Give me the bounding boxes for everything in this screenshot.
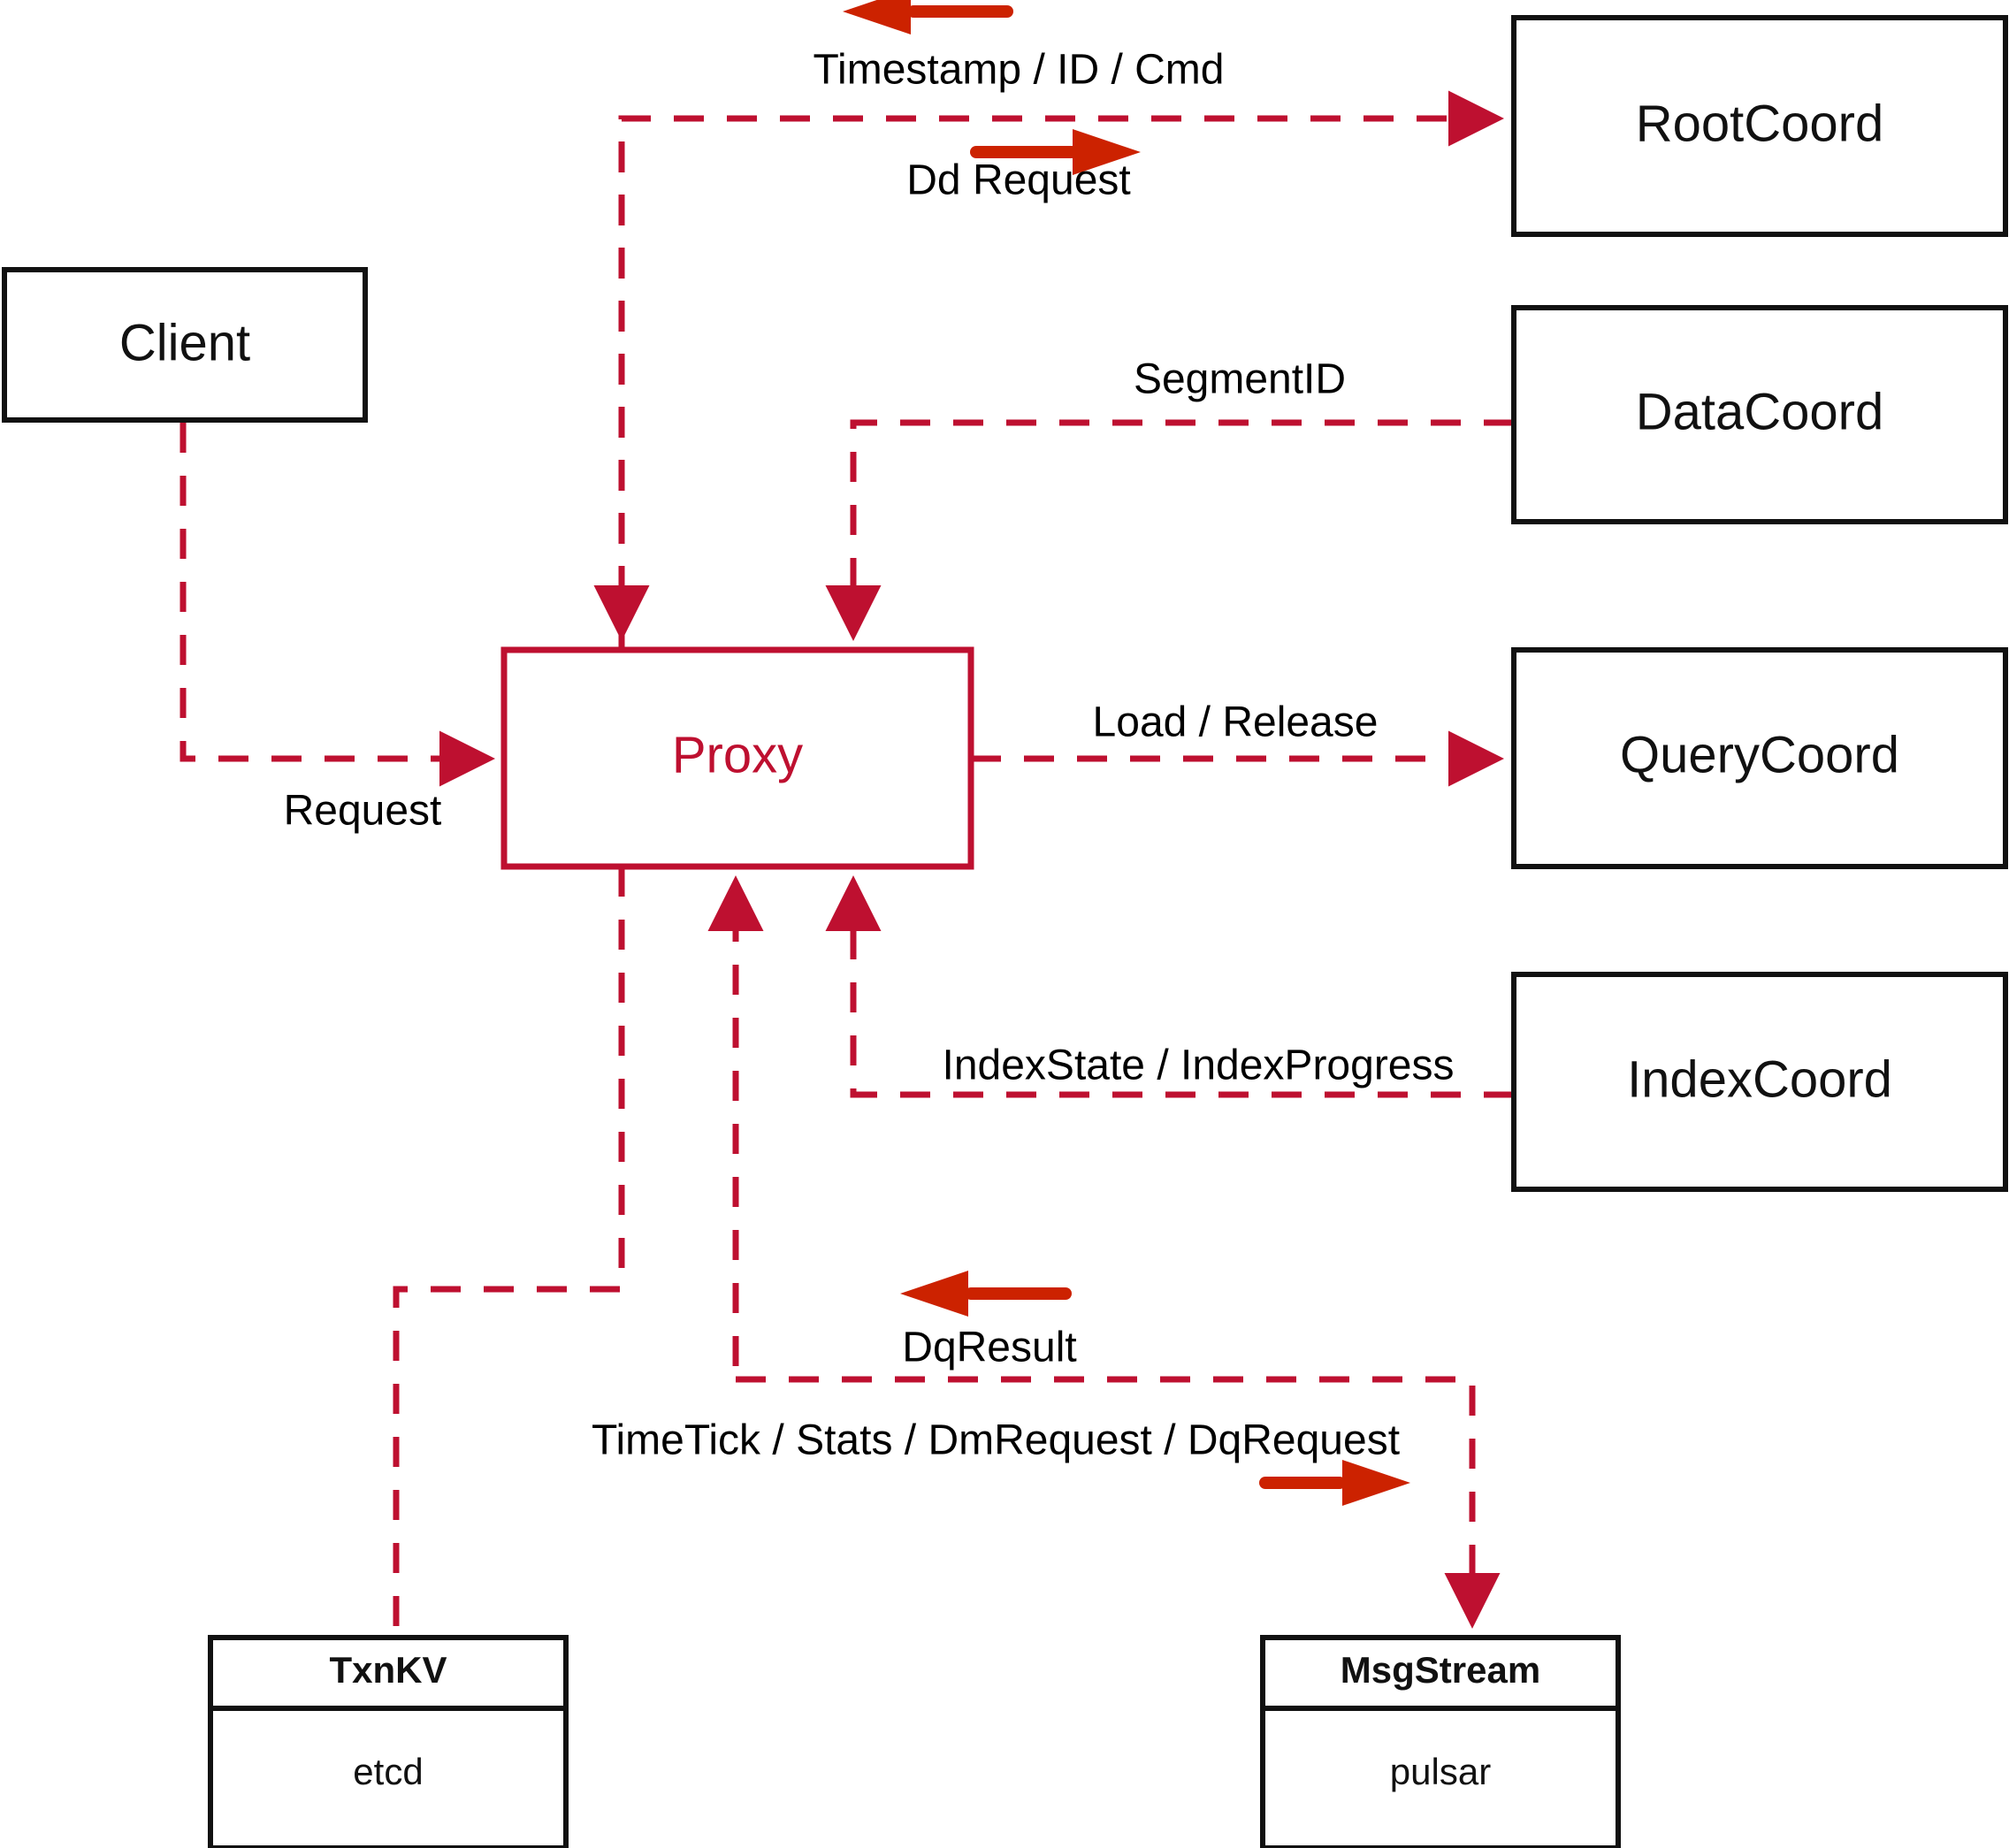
direction-arrow-dd-request [970,129,1141,175]
node-datacoord[interactable] [1511,305,2008,524]
edge-label-segmentid: SegmentID [1134,356,1346,403]
node-rootcoord[interactable] [1511,15,2008,237]
edge-proxy-to-msgstream [736,1376,1501,1629]
edge-label-dqresult: DqResult [902,1325,1076,1371]
node-rootcoord-label: RootCoord [1636,95,1883,152]
edge-label-dd-request: Dd Request [906,157,1130,204]
edge-label-request: Request [284,788,442,835]
node-indexcoord-label: IndexCoord [1627,1050,1892,1108]
node-datacoord-label: DataCoord [1636,383,1883,440]
node-client[interactable] [2,267,368,423]
node-proxy[interactable] [500,646,974,870]
node-txnkv[interactable] [208,1635,569,1848]
node-txnkv-body: etcd [353,1751,423,1792]
edge-label-timestamp-id-cmd: Timestamp / ID / Cmd [814,47,1225,94]
edge-datacoord-to-proxy [825,419,1514,641]
node-client-label: Client [119,314,250,371]
node-msgstream-body: pulsar [1390,1751,1491,1792]
node-indexcoord[interactable] [1511,972,2008,1192]
direction-arrow-timetick [1259,1460,1410,1506]
node-msgstream-title: MsgStream [1341,1649,1540,1691]
edge-label-timetick-stats: TimeTick / Stats / DmRequest / DqRequest [592,1417,1400,1464]
node-txnkv-title: TxnKV [329,1649,447,1691]
node-proxy-label: Proxy [672,726,803,783]
node-msgstream[interactable] [1260,1635,1621,1848]
node-querycoord-label: QueryCoord [1620,726,1899,783]
direction-arrow-timestamp [843,0,1013,34]
edge-label-load-release: Load / Release [1093,699,1379,746]
edge-proxy-to-txnkv [393,867,625,1638]
edge-indexcoord-to-proxy [825,875,1514,1098]
edge-client-to-proxy [180,423,495,787]
direction-arrow-dqresult [900,1271,1072,1317]
node-querycoord[interactable] [1511,647,2008,869]
edge-label-indexstate-indexprogress: IndexState / IndexProgress [943,1042,1455,1089]
